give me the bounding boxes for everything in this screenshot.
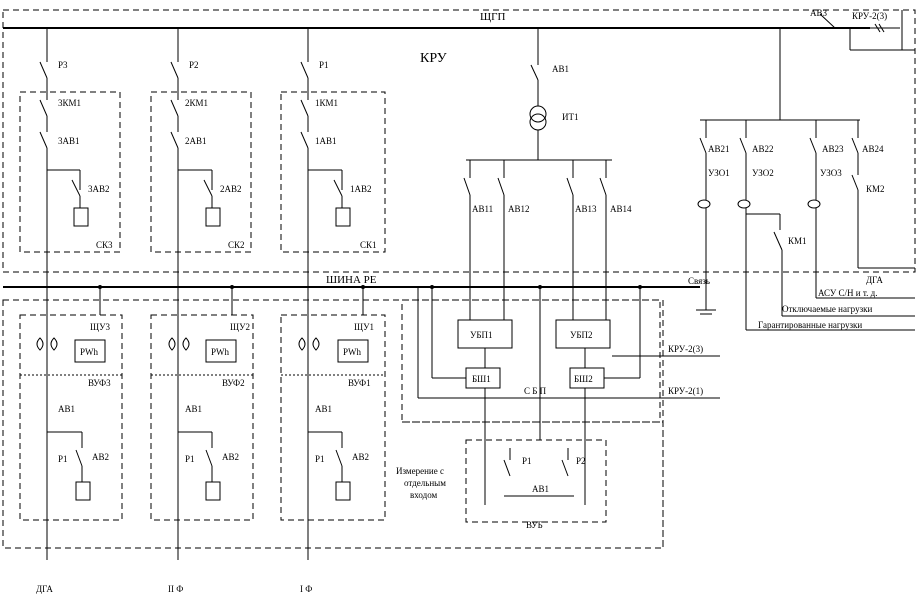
sk1-km: 1КМ1 xyxy=(315,98,338,108)
izm3-label: входом xyxy=(410,490,438,500)
sk1-p: Р1 xyxy=(319,60,329,70)
uzo3-label: УЗО3 xyxy=(820,168,842,178)
sk2-feeder: Р2 2КМ1 2АВ1 2АВ2 СК2 xyxy=(150,28,252,560)
sk2-name: СК2 xyxy=(228,240,245,250)
sbp-label: С Б П xyxy=(524,386,547,396)
uzo2-label: УЗО2 xyxy=(752,168,774,178)
uzo1-label: УЗО1 xyxy=(708,168,730,178)
vuf2-ab1: АВ1 xyxy=(185,404,202,414)
ab22-label: АВ22 xyxy=(752,144,774,154)
sk2-ab2: 2АВ2 xyxy=(220,184,242,194)
sk1-feeder: Р1 1КМ1 1АВ1 1АВ2 СК1 xyxy=(280,28,386,560)
garant-label: Гарантированные нагрузки xyxy=(758,320,862,330)
km2-label: КМ2 xyxy=(866,184,885,194)
sk3-feeder: Р3 3КМ1 3АВ1 3АВ2 СК3 xyxy=(19,28,121,560)
sk1-name: СК1 xyxy=(360,240,377,250)
sk3-km: 3КМ1 xyxy=(58,98,81,108)
ab12-label: АВ12 xyxy=(508,204,530,214)
vuf3-p1: Р1 xyxy=(58,454,68,464)
ubp1-label: УБП1 xyxy=(470,330,493,340)
ab2x-group: АВ21 АВ22 АВ23 АВ24 УЗО1 УЗО2 УЗО3 КМ2 К… xyxy=(697,28,885,330)
ab11-label: АВ11 xyxy=(472,204,493,214)
vub-p1: Р1 xyxy=(522,456,532,466)
ab1x-group: АВ11 АВ12 АВ13 АВ14 xyxy=(463,160,632,320)
ab1-top-label: АВ1 xyxy=(552,64,569,74)
lower-panel xyxy=(2,299,664,549)
sk2-p: Р2 xyxy=(189,60,199,70)
shcgp-panel xyxy=(2,9,916,273)
sk1-ab2: 1АВ2 xyxy=(350,184,372,194)
izm2-label: отдельным xyxy=(404,478,446,488)
vuf2-ab2: АВ2 xyxy=(222,452,239,462)
dga-right-label: ДГА xyxy=(866,275,883,285)
vuf3-section: ЩУ3 PWh ВУФ3 АВ1 Р1 АВ2 xyxy=(19,287,123,521)
shcgp-label: ЩГП xyxy=(480,11,505,23)
km1-label: КМ1 xyxy=(788,236,807,246)
shu3-label: ЩУ3 xyxy=(90,322,110,332)
otkl-label: Отключаемые нагрузки xyxy=(782,304,872,314)
sk2-km: 2КМ1 xyxy=(185,98,208,108)
ab14-label: АВ14 xyxy=(610,204,632,214)
shu3-pwh: PWh xyxy=(80,347,99,357)
vuf2-section: ЩУ2 PWh ВУФ2 АВ1 Р1 АВ2 xyxy=(150,287,254,521)
sk2-ab1: 2АВ1 xyxy=(185,136,207,146)
ab3-top-label: АВ3 xyxy=(810,8,828,18)
vuf1-ab1: АВ1 xyxy=(315,404,332,414)
shina-pe-label: ШИНА PE xyxy=(326,274,377,286)
vub-ab1: АВ1 xyxy=(532,484,549,494)
ubp-panel xyxy=(401,299,661,423)
sk3-p: Р3 xyxy=(58,60,68,70)
kru23-top-label: КРУ-2(3) xyxy=(852,11,887,21)
bsh2-label: БШ2 xyxy=(574,374,593,384)
vub-section: Измерение с отдельным входом Р1 Р2 АВ1 В… xyxy=(396,439,607,530)
bsh1-label: БШ1 xyxy=(472,374,491,384)
vub-p2: Р2 xyxy=(576,456,586,466)
ubp-blocks: УБП1 УБП2 БШ1 БШ2 КРУ-2(3) КРУ-2(1) С Б … xyxy=(417,287,720,505)
transformer-it1: АВ1 ИТ1 xyxy=(466,28,612,161)
vub-label: ВУБ xyxy=(526,520,543,530)
vuf1-label: ВУФ1 xyxy=(348,378,371,388)
ab23-label: АВ23 xyxy=(822,144,844,154)
vuf3-ab2: АВ2 xyxy=(92,452,109,462)
izm-label: Измерение с xyxy=(396,466,444,476)
sk3-name: СК3 xyxy=(96,240,113,250)
asu-label: АСУ С/Н и т. д. xyxy=(818,288,877,298)
vuf1-p1: Р1 xyxy=(315,454,325,464)
ab21-label: АВ21 xyxy=(708,144,730,154)
sk3-ab1: 3АВ1 xyxy=(58,136,80,146)
vuf3-label: ВУФ3 xyxy=(88,378,111,388)
kru-label: КРУ xyxy=(420,51,447,66)
if-label: I Ф xyxy=(300,584,312,594)
iif-label: II Ф xyxy=(168,584,183,594)
vuf2-label: ВУФ2 xyxy=(222,378,245,388)
ubp2-label: УБП2 xyxy=(570,330,593,340)
it1-label: ИТ1 xyxy=(562,112,579,122)
vuf3-ab1: АВ1 xyxy=(58,404,75,414)
shu2-pwh: PWh xyxy=(211,347,230,357)
ab13-label: АВ13 xyxy=(575,204,597,214)
shu1-pwh: PWh xyxy=(343,347,362,357)
vuf1-ab2: АВ2 xyxy=(352,452,369,462)
vuf1-section: ЩУ1 PWh ВУФ1 АВ1 Р1 АВ2 xyxy=(280,287,386,521)
kru21-label: КРУ-2(1) xyxy=(668,386,703,396)
dga-bottom-label: ДГА xyxy=(36,584,53,594)
vuf2-p1: Р1 xyxy=(185,454,195,464)
sk3-ab2: 3АВ2 xyxy=(88,184,110,194)
sk1-ab1: 1АВ1 xyxy=(315,136,337,146)
ab24-label: АВ24 xyxy=(862,144,884,154)
shu2-label: ЩУ2 xyxy=(230,322,250,332)
shu1-label: ЩУ1 xyxy=(354,322,374,332)
kru23-mid-label: КРУ-2(3) xyxy=(668,344,703,354)
svyaz-label: Связь xyxy=(688,276,710,286)
